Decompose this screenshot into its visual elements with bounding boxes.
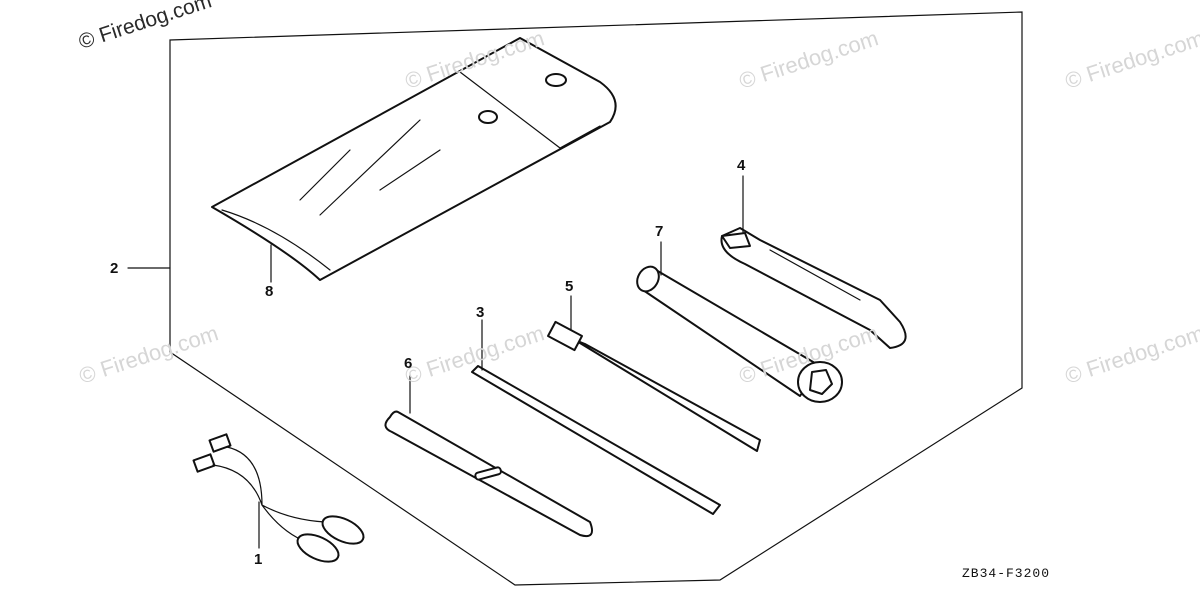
callout-7: 7 [655, 223, 664, 240]
callout-5: 5 [565, 278, 574, 295]
callout-4: 4 [737, 157, 746, 174]
callout-1: 1 [254, 551, 263, 568]
callout-2: 2 [110, 260, 119, 277]
screwdriver [547, 320, 761, 452]
diagram-code: ZB34-F3200 [962, 566, 1051, 581]
screwdriver-shaft [471, 365, 721, 515]
callout-8: 8 [265, 283, 274, 300]
callout-3: 3 [476, 304, 485, 321]
charging-cord [192, 433, 365, 563]
kit-boundary [169, 11, 1023, 586]
grip-slot [474, 466, 502, 481]
tool-bag [211, 37, 617, 281]
open-wrench [720, 227, 907, 349]
callout-6: 6 [404, 355, 413, 372]
plug-wrench [636, 265, 843, 403]
